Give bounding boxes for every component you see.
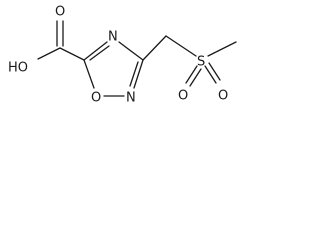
bond-c5-o1 <box>83 59 95 89</box>
sulfonyl-oxygen-right-label: O <box>218 89 228 104</box>
bond-ch2-s <box>165 35 197 57</box>
ring-oxygen-label: O <box>91 91 101 106</box>
bond-n2-c3-double-a <box>133 59 144 89</box>
sulfonyl-oxygen-left-label: O <box>178 89 188 104</box>
carbonyl-oxygen-label: O <box>55 5 65 20</box>
ring-nitrogen-bottom-label: N <box>126 91 136 106</box>
bond-c3-ch2 <box>142 35 167 61</box>
bond-s-o-right-a <box>204 65 217 84</box>
bond-s-o-left-a <box>185 65 198 84</box>
bond-s-ch3 <box>207 41 237 57</box>
bond-s-o-right-b <box>208 62 221 81</box>
bond-n4-c3 <box>118 41 144 61</box>
sulfur-label: S <box>197 55 205 70</box>
bond-c5-n4-double-b <box>89 45 110 61</box>
bond-carboxyl-c-ring-c5 <box>59 47 85 61</box>
bond-s-o-left-b <box>189 68 202 87</box>
chemical-structure-diagram: HO O N O N S O O <box>8 5 237 106</box>
hydroxyl-label: HO <box>8 61 28 76</box>
bond-c-oh <box>37 47 61 60</box>
bond-c5-n4-double-a <box>83 41 108 61</box>
ring-nitrogen-top-label: N <box>108 30 118 45</box>
bond-n2-c3-double-b <box>129 61 139 87</box>
